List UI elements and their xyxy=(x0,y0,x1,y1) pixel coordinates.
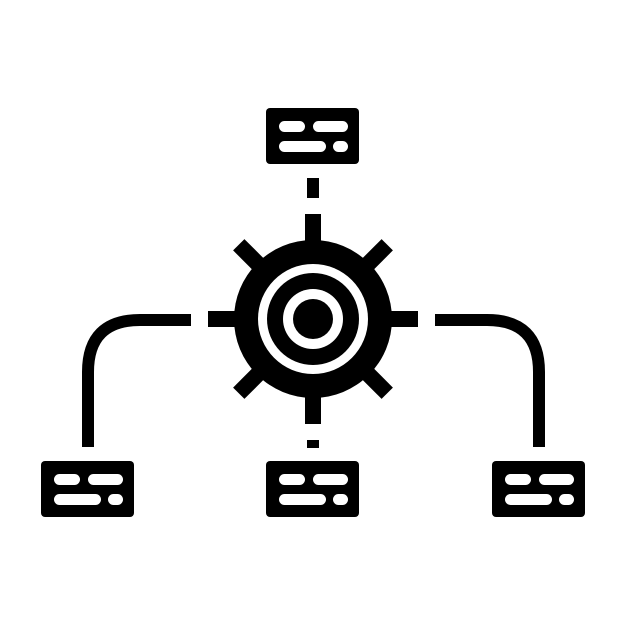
top-connector xyxy=(307,178,319,198)
right-connector xyxy=(435,314,545,447)
bottom-left-node-box xyxy=(41,461,134,517)
left-connector xyxy=(82,314,191,447)
bottom-center-connector xyxy=(307,440,319,448)
gear-icon xyxy=(208,214,418,424)
bottom-center-node-box xyxy=(266,461,359,517)
top-node-box xyxy=(266,108,359,164)
bottom-right-node-box xyxy=(492,461,585,517)
